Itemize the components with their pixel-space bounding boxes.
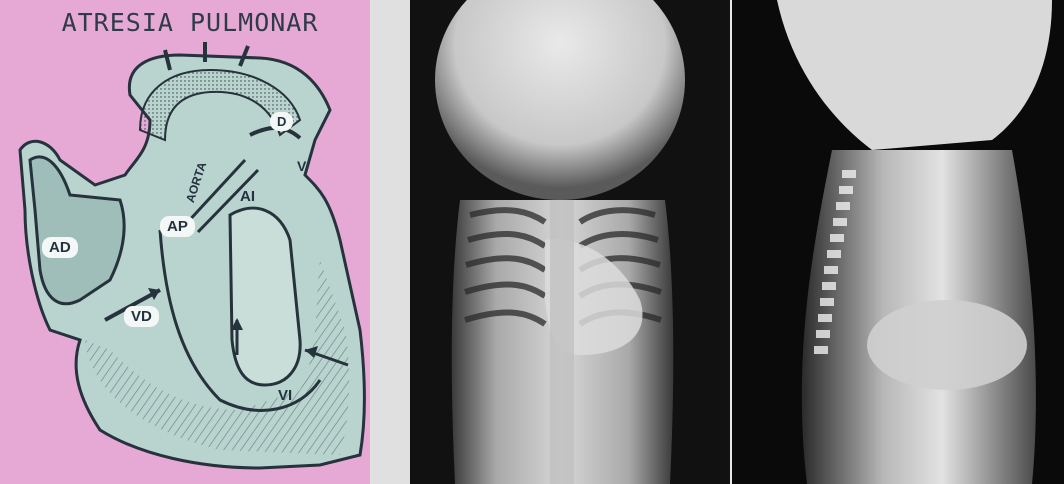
label-vi: VI: [278, 387, 292, 404]
label-v: V: [297, 158, 306, 174]
label-ad: AD: [42, 237, 78, 258]
lateral-xray: [732, 0, 1064, 484]
label-d: D: [270, 112, 293, 131]
label-ai: AI: [240, 188, 255, 205]
frontal-xray: [370, 0, 730, 484]
frontal-xray-image: [370, 0, 730, 484]
lateral-xray-image: [732, 0, 1064, 484]
spine: [550, 200, 574, 484]
lateral-heart-shadow: [867, 300, 1027, 390]
heart-diagram-panel: ATRESIA PULMONAR: [0, 0, 370, 484]
label-vd: VD: [124, 306, 159, 327]
label-ap: AP: [160, 216, 195, 237]
